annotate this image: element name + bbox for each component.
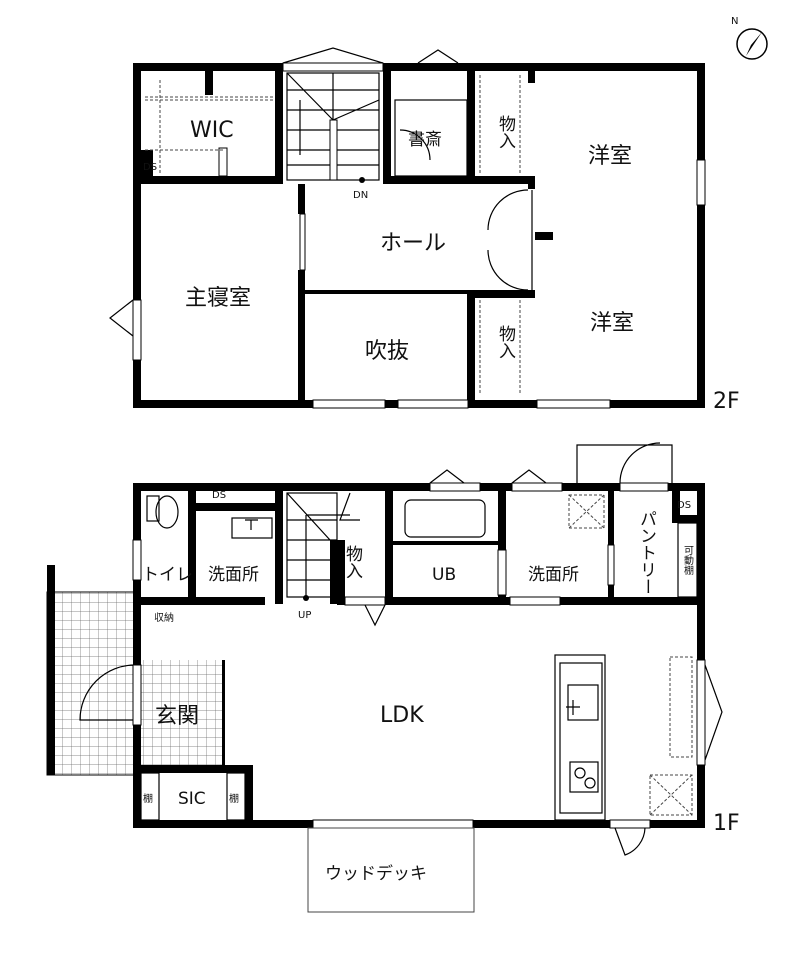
room-storage-2f-bottom: 物入 (495, 325, 516, 359)
room-entrance: 玄関 (155, 704, 199, 729)
ds-label-1f-right: DS (677, 500, 691, 511)
wood-deck-label: ウッドデッキ (325, 863, 427, 884)
room-toilet: トイレ (142, 565, 193, 585)
room-washroom-2: 洗面所 (528, 565, 579, 585)
room-study: 書斎 (408, 130, 442, 150)
room-ldk: LDK (380, 703, 424, 728)
stair-dn-label: DN (353, 190, 368, 201)
stair-2f (286, 72, 380, 181)
floor-1f: UP トイレ DS 洗面所 物入 UB 洗面所 (46, 442, 740, 913)
floor-label-2f: 2F (713, 389, 740, 414)
room-sic: SIC (178, 789, 206, 809)
room-storage-2f-top: 物入 (495, 115, 516, 149)
wood-deck (307, 827, 475, 913)
stove-icon (569, 761, 599, 793)
stair-1f (286, 492, 360, 604)
room-pantry: パントリー (636, 510, 656, 595)
kitchen-counter (554, 654, 693, 821)
room-western-1: 洋室 (588, 144, 632, 169)
north-label: N (731, 16, 738, 27)
room-unit-bath: UB (432, 565, 456, 585)
room-atrium: 吹抜 (365, 339, 409, 364)
room-washroom-1: 洗面所 (208, 565, 259, 585)
floor-label-1f: 1F (713, 811, 740, 836)
stair-up-label: UP (298, 610, 311, 621)
toilet-icon (146, 495, 179, 529)
entrance-porch (46, 591, 136, 776)
closet-note: 収納 (154, 611, 174, 624)
floor-2f: DN WIC DS 書斎 物入 洋室 ホール 主寝室 吹抜 物入 洋室 2F (109, 47, 740, 414)
shelf-left: 棚 (143, 792, 153, 805)
room-storage-1f: 物入 (342, 545, 363, 579)
sink-icon (231, 517, 273, 539)
adjustable-shelf: 可動棚 (682, 545, 694, 576)
room-wic: WIC (190, 118, 234, 143)
shelf-right: 棚 (229, 792, 239, 805)
north-arrow-icon: N (731, 16, 768, 60)
ds-label-1f-left: DS (212, 490, 226, 501)
room-hall: ホール (380, 231, 446, 256)
room-western-2: 洋室 (590, 311, 634, 336)
room-master-bedroom: 主寝室 (185, 286, 251, 311)
ds-label-2f: DS (143, 162, 157, 173)
